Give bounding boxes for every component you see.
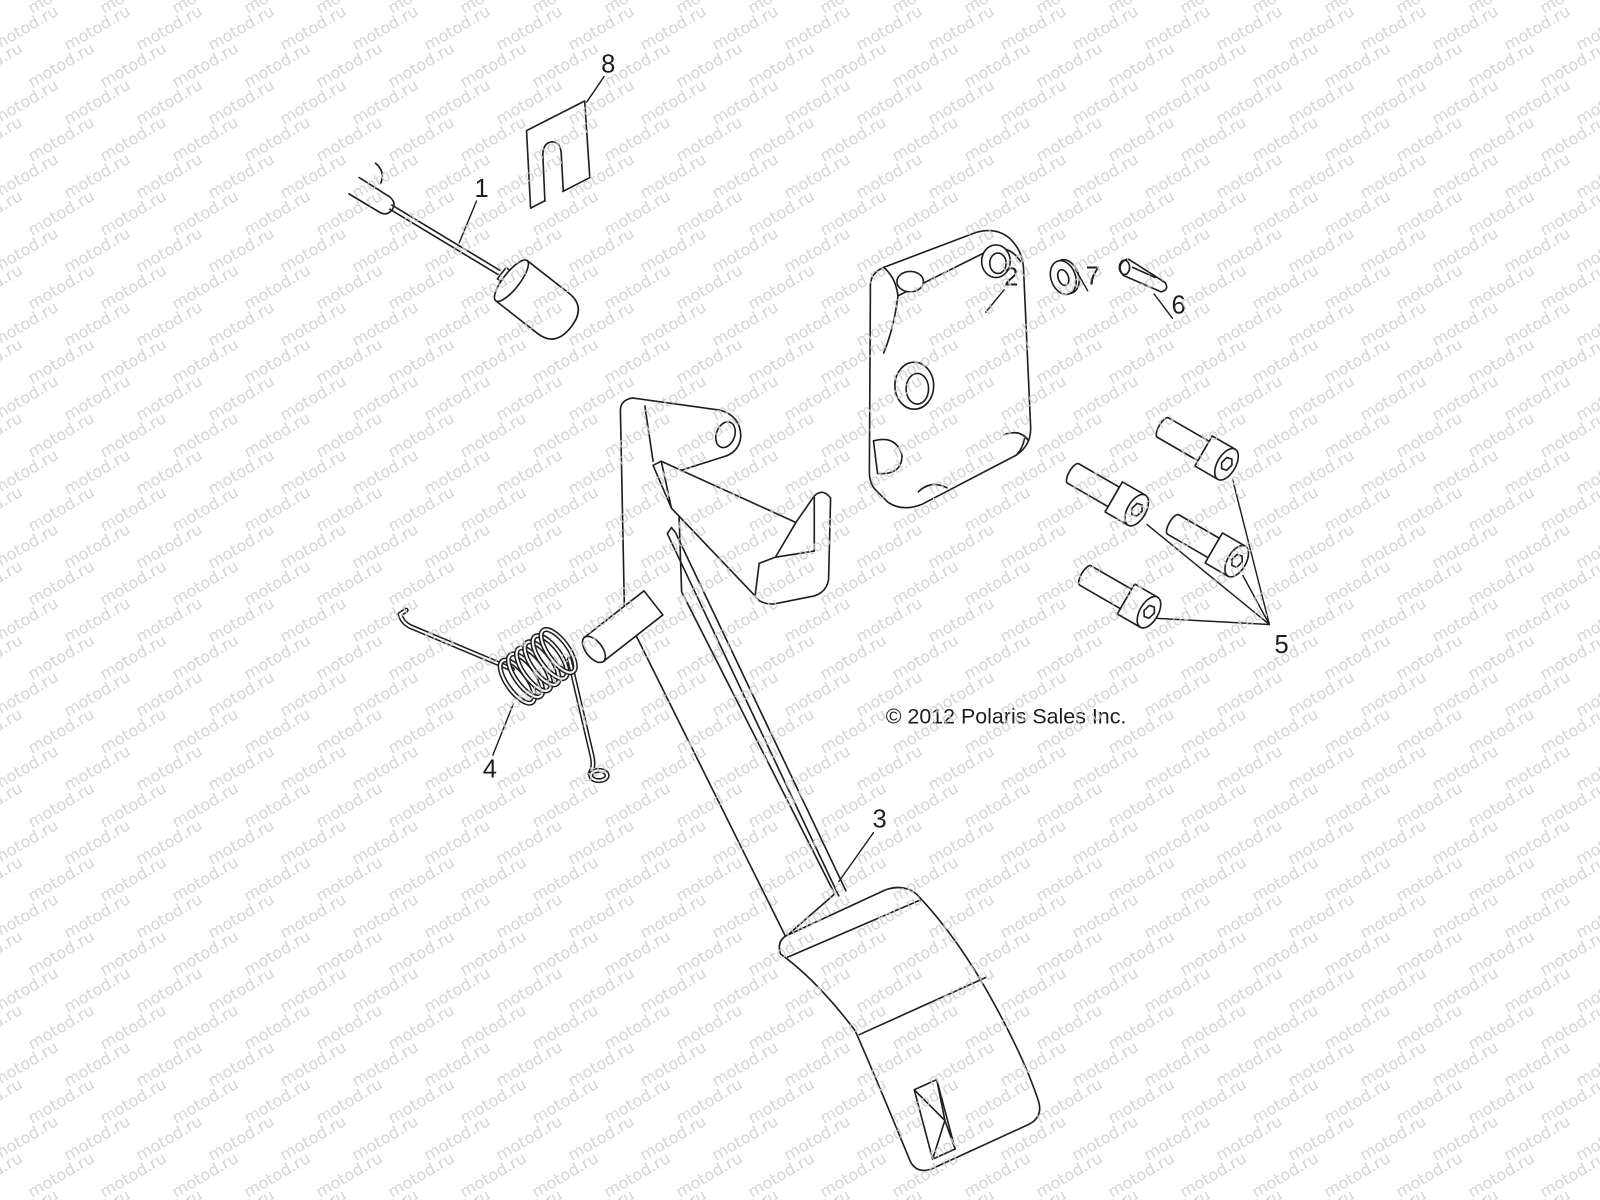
callout-label-3: 3 — [872, 806, 886, 834]
pedal-pad — [778, 886, 1041, 1172]
callout-label-5: 5 — [1275, 631, 1289, 659]
leader-line-6 — [1153, 293, 1174, 320]
part-5-bolt — [1065, 462, 1150, 527]
part-2-housing-block — [868, 229, 1032, 509]
pedal-strap — [666, 526, 847, 897]
callout-label-8: 8 — [601, 50, 615, 78]
cable-end-barrel — [493, 259, 580, 340]
leader-line-7 — [1074, 268, 1089, 292]
leader-line-1 — [458, 200, 478, 244]
callout-label-2: 2 — [1004, 264, 1018, 292]
leader-line-4 — [492, 703, 514, 756]
leader-lines-5 — [1146, 478, 1271, 626]
callout-label-1: 1 — [475, 175, 489, 203]
diagram-drawing: 8 1 — [348, 50, 1289, 1172]
pedal-arm — [619, 397, 836, 938]
leader-line-3 — [838, 831, 875, 883]
callout-label-7: 7 — [1086, 263, 1100, 291]
part-3-pedal — [581, 397, 1041, 1172]
part-7-washer — [1049, 258, 1081, 296]
part-8-shim-plate — [525, 100, 591, 209]
callout-label-6: 6 — [1171, 291, 1185, 319]
leader-line-8 — [586, 75, 605, 103]
leader-line-2 — [984, 289, 1005, 313]
pedal-mount-hole — [714, 421, 737, 449]
pedal-u-bracket — [652, 460, 832, 605]
part-5-bolt — [1165, 513, 1250, 578]
part-5-bolt — [1155, 416, 1240, 481]
part-5-bolt — [1077, 564, 1162, 629]
part-6-cotter-pin — [1118, 258, 1168, 293]
part-4-torsion-spring — [397, 607, 610, 784]
callout-label-4: 4 — [483, 756, 497, 784]
spring-coil — [497, 626, 578, 706]
copyright-notice: © 2012 Polaris Sales Inc. — [886, 704, 1127, 728]
part-1-cable — [348, 162, 580, 340]
pedal-pad-recess — [913, 1078, 956, 1160]
pivot-pin — [581, 590, 664, 664]
